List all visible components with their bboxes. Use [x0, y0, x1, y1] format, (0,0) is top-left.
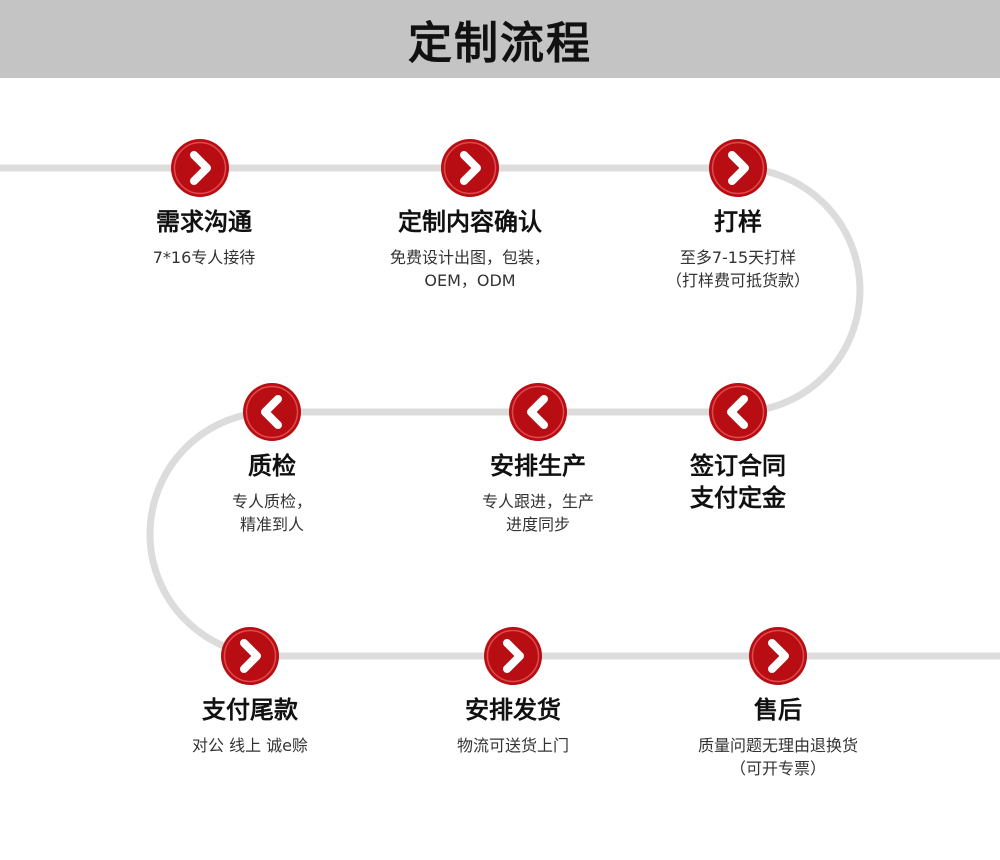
step-8-node: [483, 626, 543, 686]
step-title: 售后: [754, 696, 802, 724]
step-6-node: [242, 382, 302, 442]
step-desc: 专人质检， 精准到人: [231, 492, 312, 534]
step-7-node: [220, 626, 280, 686]
step-title: 安排发货: [465, 696, 561, 724]
step-2: 定制内容确认 免费设计出图，包装， OEM，ODM: [350, 206, 590, 292]
chevron-right-icon: [221, 627, 279, 685]
chevron-right-icon: [484, 627, 542, 685]
step-1-node: [170, 138, 230, 198]
step-desc: 对公 线上 诚e赊: [191, 736, 309, 755]
step-6: 质检 专人质检， 精准到人: [152, 450, 392, 536]
step-3-node: [708, 138, 768, 198]
step-4: 签订合同 支付定金: [618, 450, 858, 522]
chevron-right-icon: [441, 139, 499, 197]
chevron-left-icon: [243, 383, 301, 441]
step-desc: 免费设计出图，包装， OEM，ODM: [389, 248, 550, 290]
step-title: 安排生产: [490, 452, 586, 480]
chevron-left-icon: [709, 383, 767, 441]
step-desc: 至多7-15天打样 （打样费可抵货款）: [665, 248, 810, 290]
step-2-node: [440, 138, 500, 198]
step-desc: 质量问题无理由退换货 （可开专票）: [697, 736, 858, 778]
step-9-node: [748, 626, 808, 686]
step-title: 签订合同 支付定金: [690, 452, 786, 512]
step-title: 支付尾款: [202, 696, 298, 724]
step-9: 售后 质量问题无理由退换货 （可开专票）: [658, 694, 898, 780]
step-title: 质检: [248, 452, 296, 480]
step-title: 打样: [714, 208, 762, 236]
step-title: 需求沟通: [156, 208, 252, 236]
step-desc: 物流可送货上门: [456, 736, 569, 755]
step-5-node: [508, 382, 568, 442]
step-4-node: [708, 382, 768, 442]
step-3: 打样 至多7-15天打样 （打样费可抵货款）: [618, 206, 858, 292]
step-desc: 专人跟进，生产 进度同步: [481, 492, 594, 534]
step-5: 安排生产 专人跟进，生产 进度同步: [418, 450, 658, 536]
step-desc: 7*16专人接待: [152, 248, 256, 267]
chevron-left-icon: [509, 383, 567, 441]
step-7: 支付尾款 对公 线上 诚e赊: [130, 694, 370, 757]
chevron-right-icon: [171, 139, 229, 197]
chevron-right-icon: [749, 627, 807, 685]
step-8: 安排发货 物流可送货上门: [393, 694, 633, 757]
step-1: 需求沟通 7*16专人接待: [84, 206, 324, 269]
step-title: 定制内容确认: [398, 208, 542, 236]
chevron-right-icon: [709, 139, 767, 197]
header-bar: 定制流程: [0, 0, 1000, 78]
page-title: 定制流程: [408, 18, 592, 69]
